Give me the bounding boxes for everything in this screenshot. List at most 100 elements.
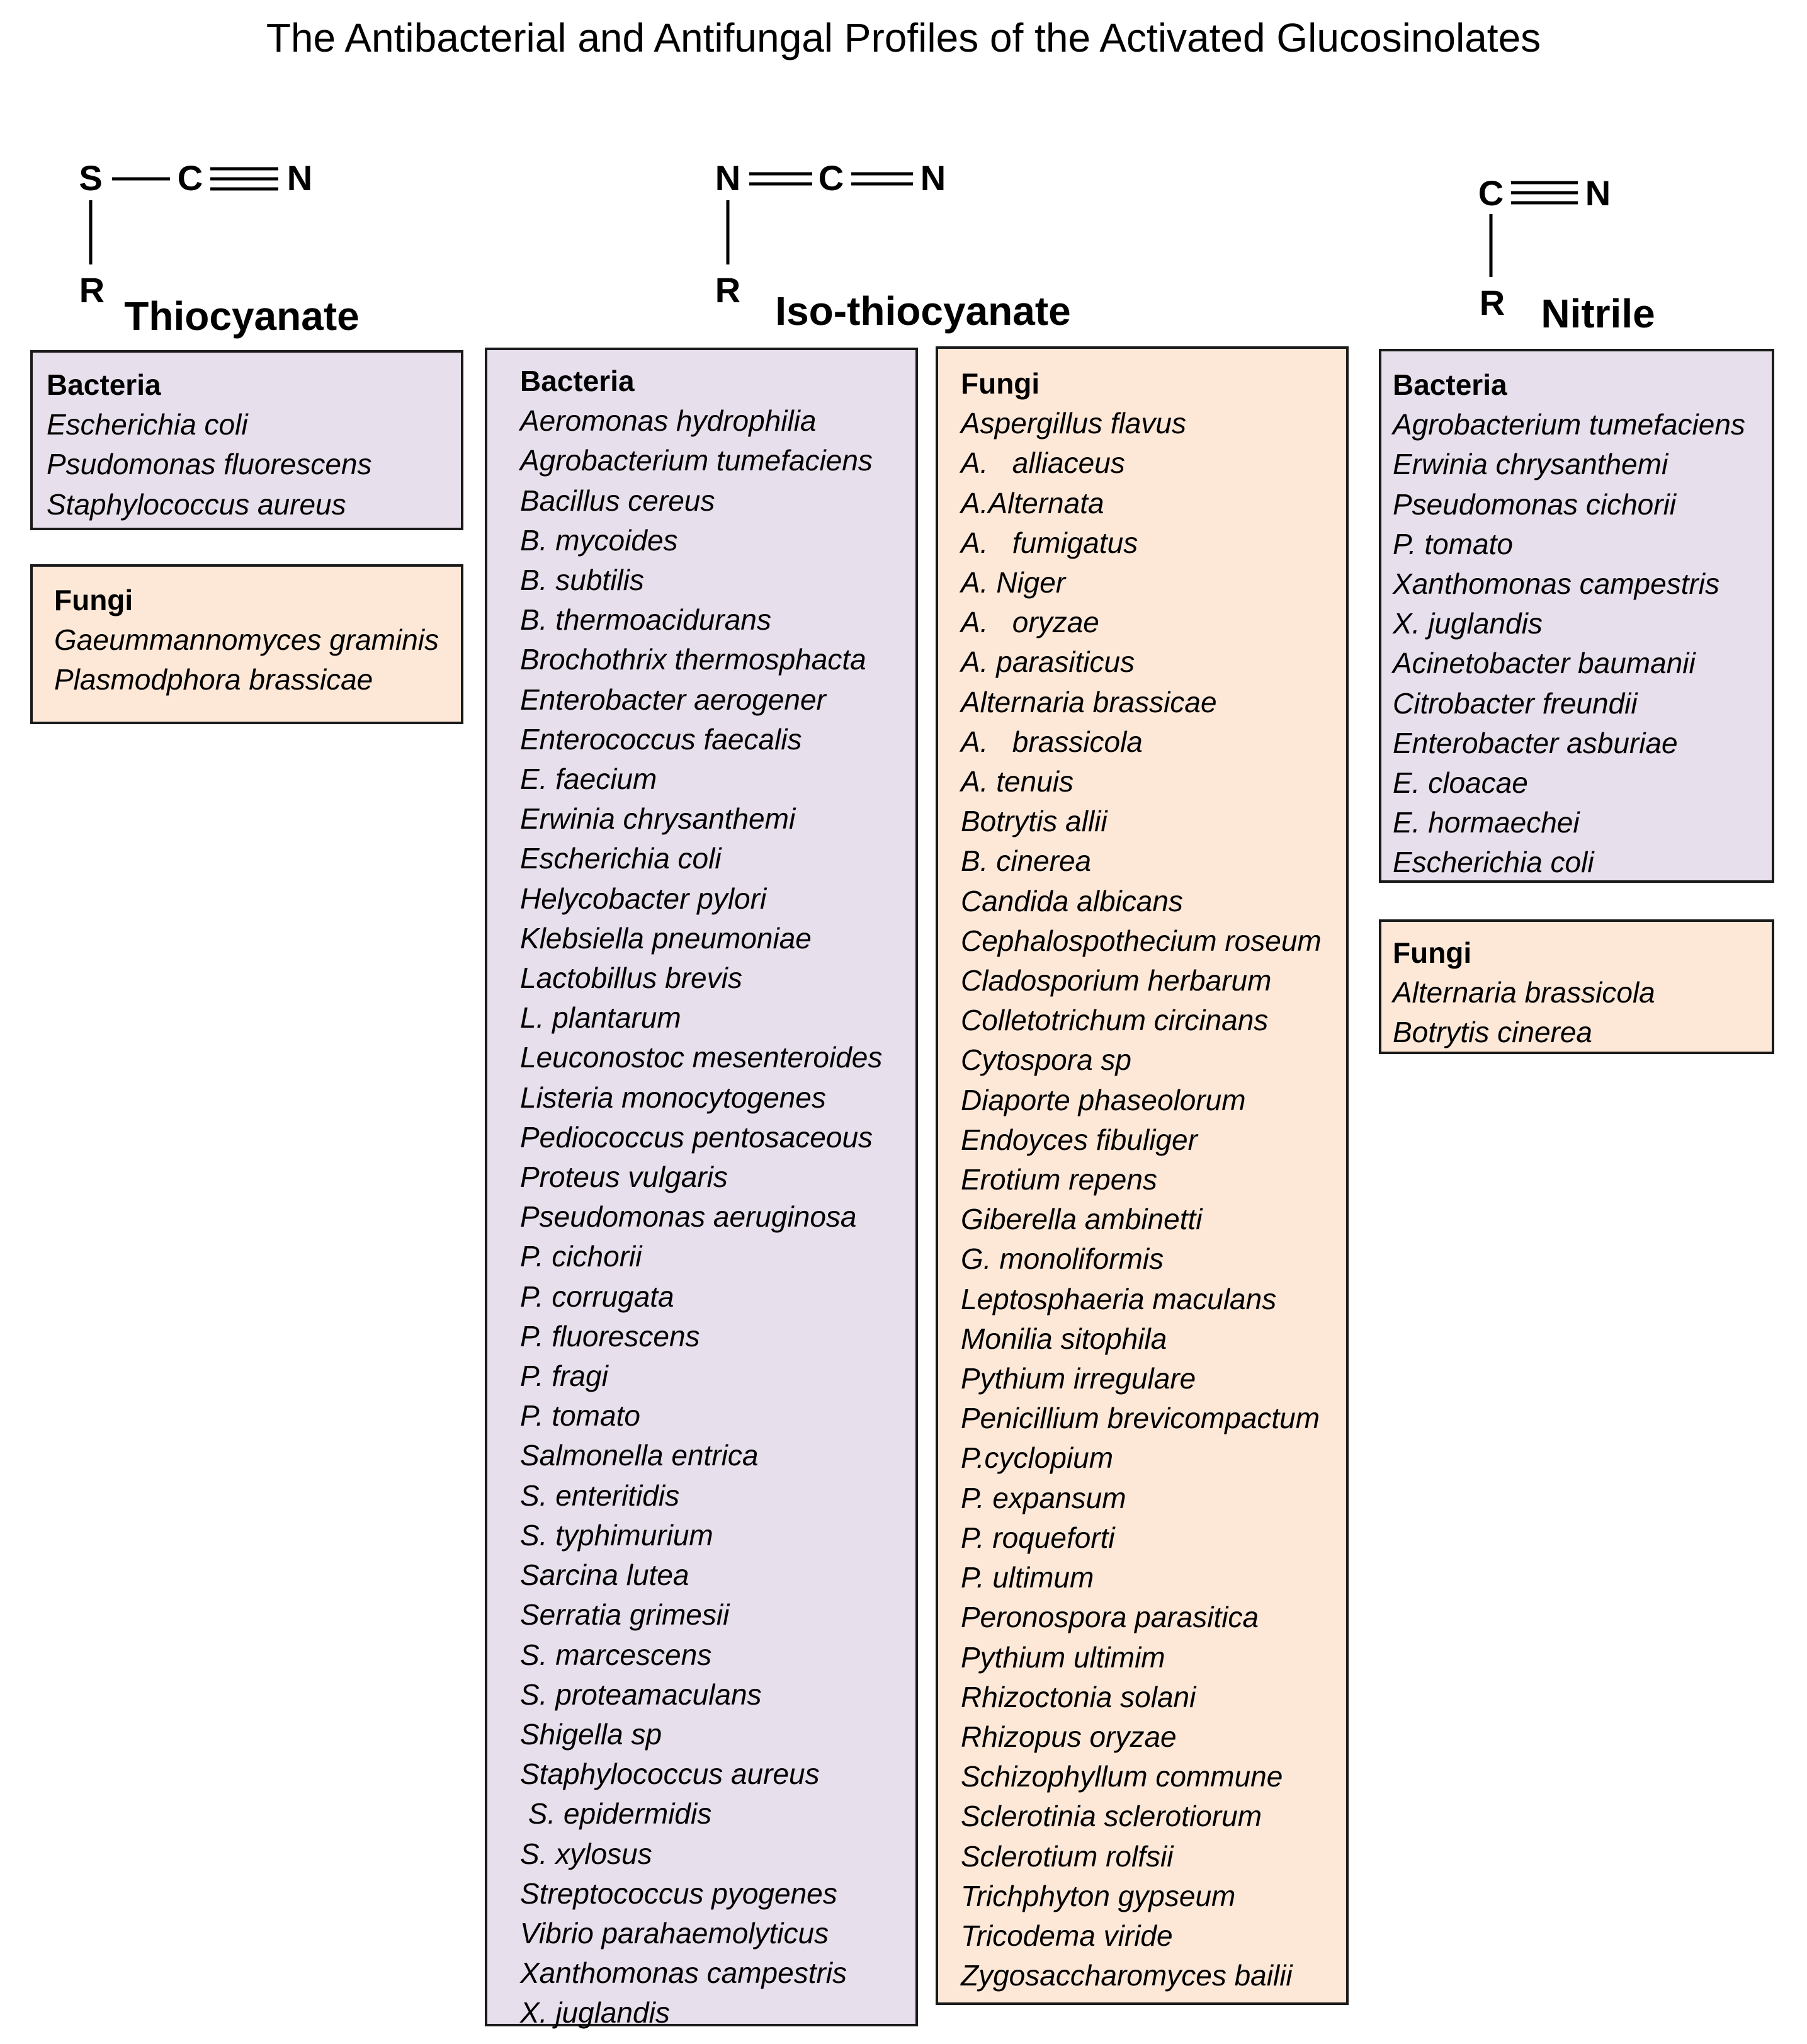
- nitrile-label: Nitrile: [1541, 291, 1655, 336]
- isothiocyanate-atom-c: C: [819, 158, 844, 198]
- organism-item: B. thermoacidurans: [520, 603, 771, 637]
- organism-item: E. hormaechei: [1393, 806, 1580, 839]
- organism-item: Cytospora sp: [961, 1043, 1132, 1077]
- organism-item: E. faecium: [520, 763, 657, 796]
- organism-item: B. subtilis: [520, 564, 644, 597]
- organism-item: P.cyclopium: [961, 1441, 1114, 1475]
- organism-item: Erwinia chrysanthemi: [520, 802, 796, 836]
- organism-item: Endoyces fibuliger: [961, 1123, 1198, 1156]
- thiocyanate-label: Thiocyanate: [124, 293, 359, 339]
- organism-item: Agrobacterium tumefaciens: [1393, 408, 1745, 441]
- organism-item: Cladosporium herbarum: [961, 964, 1272, 997]
- organism-item: Bacillus cereus: [520, 484, 715, 517]
- organism-item: G. monoliformis: [961, 1242, 1164, 1276]
- organism-item: Tricodema viride: [961, 1919, 1173, 1952]
- organism-item: Aspergillus flavus: [961, 407, 1186, 440]
- isothiocyanate-atom-n2: N: [920, 158, 946, 198]
- organism-item: Xanthomonas campestris: [1393, 567, 1720, 601]
- box-heading: Bacteria: [47, 368, 161, 401]
- box-heading: Fungi: [961, 367, 1040, 400]
- box-heading: Bacteria: [520, 365, 635, 397]
- organism-item: S. enteritidis: [520, 1479, 680, 1512]
- organism-item: B. mycoides: [520, 523, 678, 557]
- organism-item: Pediococcus pentosaceous: [520, 1120, 873, 1154]
- organism-item: Plasmodphora brassicae: [54, 663, 373, 696]
- organism-item: X. juglandis: [1393, 607, 1543, 640]
- organism-item: Pythium ultimim: [961, 1640, 1165, 1674]
- thiocyanate-atom-c: C: [178, 158, 203, 198]
- isothiocyanate-label: Iso-thiocyanate: [775, 288, 1070, 334]
- organism-item: Erotium repens: [961, 1163, 1157, 1196]
- thiocyanate-atom-n: N: [287, 158, 312, 198]
- organism-item: Pythium irregulare: [961, 1362, 1196, 1395]
- organism-item: Alternaria brassicola: [1393, 976, 1655, 1009]
- organism-item: Zygosaccharomyces bailii: [961, 1959, 1293, 1992]
- organism-item: Rhizoctonia solani: [961, 1680, 1196, 1713]
- organism-item: P. expansum: [961, 1481, 1126, 1514]
- chemical-structures: S C N R Thiocyanate N C N R Iso-thiocyan…: [79, 158, 1655, 339]
- organism-item: Giberella ambinetti: [961, 1203, 1203, 1236]
- organism-item: Candida albicans: [961, 884, 1183, 917]
- organism-item: Agrobacterium tumefaciens: [520, 444, 873, 477]
- organism-item: P. roqueforti: [961, 1521, 1115, 1554]
- organism-item: Diaporte phaseolorum: [961, 1083, 1246, 1116]
- organism-item: Brochothrix thermosphacta: [520, 643, 866, 676]
- organism-item: P. fragi: [520, 1360, 608, 1393]
- organism-item: Colletotrichum circinans: [961, 1004, 1269, 1037]
- organism-item: Rhizopus oryzae: [961, 1720, 1177, 1753]
- organism-item: Klebsiella pneumoniae: [520, 921, 812, 955]
- organism-item: Leuconostoc mesenteroides: [520, 1041, 883, 1074]
- organism-item: A. tenuis: [961, 765, 1073, 798]
- isothiocyanate-atom-n1: N: [715, 158, 740, 198]
- organism-item: Aeromonas hydrophilia: [520, 404, 817, 438]
- organism-item: B. cinerea: [961, 844, 1092, 878]
- box-heading: Bacteria: [1393, 368, 1507, 401]
- organism-item: Botrytis cinerea: [1393, 1016, 1593, 1049]
- organism-item: P. corrugata: [520, 1280, 674, 1313]
- organism-item: P. fluorescens: [520, 1319, 700, 1353]
- isothiocyanate-structure: N C N R Iso-thiocyanate: [715, 158, 1071, 334]
- organism-item: Listeria monocytogenes: [520, 1081, 826, 1114]
- nitrile-atom-r: R: [1480, 283, 1505, 322]
- box-heading: Fungi: [1393, 936, 1472, 969]
- organism-item: Botrytis allii: [961, 805, 1107, 838]
- organism-item: A. parasiticus: [961, 645, 1135, 679]
- organism-item: Staphylococcus aureus: [47, 487, 346, 521]
- organism-item: Penicillium brevicompactum: [961, 1402, 1320, 1435]
- nitrile-atom-n: N: [1585, 173, 1611, 213]
- organism-item: Sclerotinia sclerotiorum: [961, 1800, 1262, 1833]
- nitrile-atom-c: C: [1478, 173, 1504, 213]
- thiocyanate-atom-s: S: [79, 158, 102, 198]
- organism-item: Sclerotium rolfsii: [961, 1839, 1174, 1873]
- organism-item: Schizophyllum commune: [961, 1760, 1283, 1793]
- organism-item: P. tomato: [1393, 527, 1513, 560]
- organism-item: Acinetobacter baumanii: [1393, 647, 1696, 680]
- organism-item: Shigella sp: [520, 1717, 662, 1751]
- organism-item: A. brassicola: [961, 725, 1143, 758]
- organism-item: Staphylococcus aureus: [520, 1757, 820, 1791]
- organism-item: Vibrio parahaemolyticus: [520, 1916, 829, 1950]
- organism-item: Alternaria brassicae: [961, 685, 1217, 718]
- thiocyanate-structure: S C N R Thiocyanate: [79, 158, 359, 339]
- organism-item: Escherichia coli: [520, 842, 722, 875]
- organism-item: S. xylosus: [520, 1837, 652, 1870]
- page-title: The Antibacterial and Antifungal Profile…: [266, 15, 1541, 60]
- organism-item: Citrobacter freundii: [1393, 686, 1638, 720]
- organism-item: Enterobacter asburiae: [1393, 726, 1678, 759]
- isothiocyanate-atom-r: R: [715, 270, 740, 310]
- organism-item: E. cloacae: [1393, 766, 1528, 800]
- organism-item: A.Alternata: [961, 486, 1104, 520]
- organism-item: A. alliaceus: [961, 446, 1125, 480]
- box-heading: Fungi: [54, 584, 133, 616]
- organism-item: Salmonella entrica: [520, 1439, 759, 1472]
- organism-item: Leptosphaeria maculans: [961, 1282, 1277, 1315]
- organism-item: P. ultimum: [961, 1561, 1094, 1594]
- organism-item: Pseudomonas aeruginosa: [520, 1200, 857, 1234]
